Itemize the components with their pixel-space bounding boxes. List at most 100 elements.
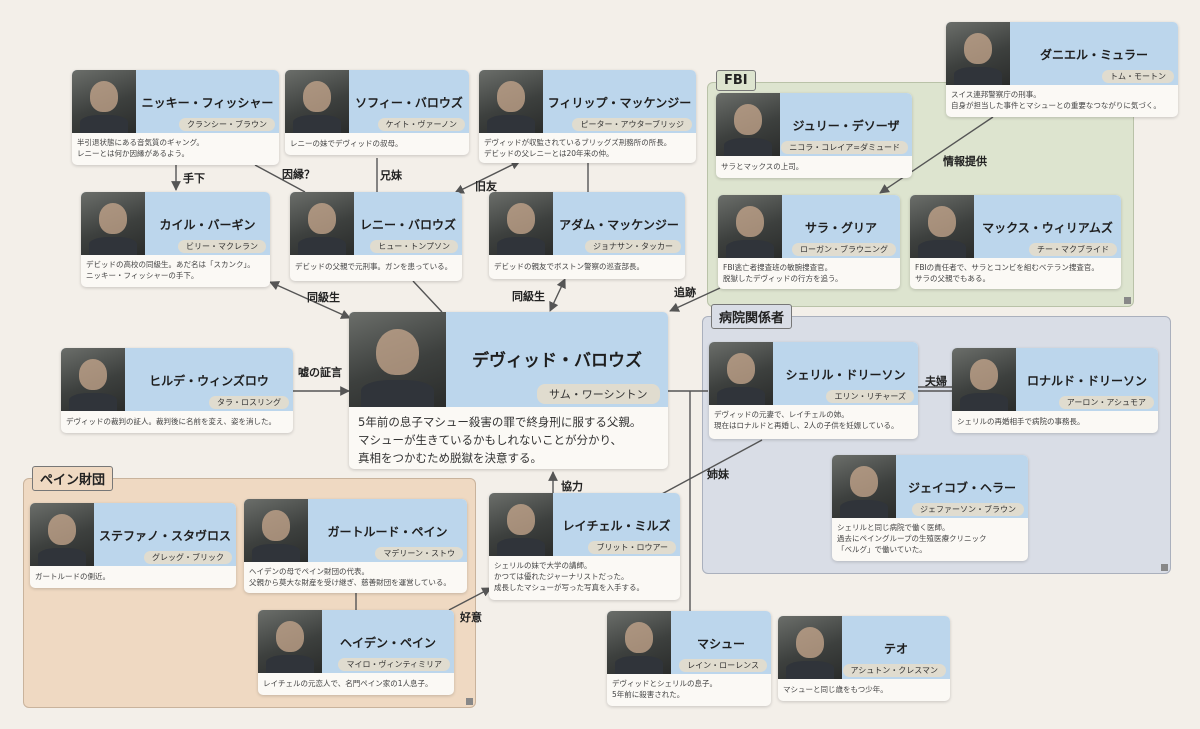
character-name: マックス・ウィリアムズ xyxy=(982,221,1113,235)
relation-label-classmate-kyle: 同級生 xyxy=(307,291,340,304)
actor-badge: マイロ・ヴィンティミリア xyxy=(338,658,450,671)
character-name: ジェイコブ・ヘラー xyxy=(907,481,1016,495)
character-name: ヘイデン・ペイン xyxy=(339,636,436,650)
group-hospital-title: 病院関係者 xyxy=(711,304,793,329)
portrait-image xyxy=(61,348,125,411)
actor-badge: アーロン・アシュモア xyxy=(1058,396,1154,409)
character-name: ステファノ・スタヴロス xyxy=(98,529,231,543)
character-name: レニー・バロウズ xyxy=(359,218,456,232)
portrait-image xyxy=(910,195,974,258)
card-kyle-bergin[interactable]: カイル・バーギン ビリー・マクレラン デビッドの高校の同級生。あだ名は「スカンク… xyxy=(81,192,270,287)
portrait-image xyxy=(290,192,354,255)
link-oldfriend xyxy=(454,160,521,194)
card-rachel-mills[interactable]: レイチェル・ミルズ ブリット・ロウアー シェリルの妹で大学の講師。 かつては優れ… xyxy=(489,493,680,600)
card-daniel-muller[interactable]: ダニエル・ミュラー トム・モートン スイス連邦警察庁の刑事。 自身が担当した事件… xyxy=(946,22,1178,117)
character-name: ロナルド・ドリーソン xyxy=(1026,374,1147,388)
character-name: ダニエル・ミュラー xyxy=(1039,48,1148,62)
relation-label-chase: 追跡 xyxy=(674,286,696,299)
relation-label-siblings: 兄妹 xyxy=(380,169,402,182)
actor-badge: タラ・ロスリング xyxy=(209,396,289,409)
portrait-image xyxy=(285,70,349,133)
portrait-image xyxy=(349,312,446,407)
actor-badge: レイン・ローレンス xyxy=(679,659,767,672)
character-description: FBIの責任者で、サラとコンビを組むベテラン捜査官。 サラの父親でもある。 xyxy=(915,263,1099,283)
character-description: スイス連邦警察庁の刑事。 自身が担当した事件とマシューとの重要なつながりに気づく… xyxy=(951,90,1161,110)
link-affection xyxy=(448,587,492,611)
character-description: ヘイデンの母でペイン財団の代表。 父親から莫大な財産を受け継ぎ、慈善財団を運営し… xyxy=(249,567,451,587)
portrait-image xyxy=(489,192,553,255)
card-matthew[interactable]: マシュー レイン・ローレンス デヴィッドとシェリルの息子。 5年前に殺害された。 xyxy=(607,611,771,706)
character-description: デビッドの父親で元刑事。ガンを患っている。 xyxy=(295,262,453,271)
actor-badge: エリン・リチャーズ xyxy=(826,390,914,403)
character-name: ニッキー・フィッシャー xyxy=(141,96,274,110)
character-description: シェリルと同じ病院で働く医師。 過去にペイングループの生殖医療クリニック 「ベル… xyxy=(837,523,987,554)
character-description: シェリルの妹で大学の講師。 かつては優れたジャーナリストだった。 成長したマシュ… xyxy=(494,561,644,592)
portrait-image xyxy=(72,70,136,133)
character-description: レイチェルの元恋人で、名門ペイン家の1人息子。 xyxy=(263,679,433,688)
relation-label-coop: 協力 xyxy=(561,480,583,493)
link-classmate1 xyxy=(269,281,351,319)
card-jacob-heller[interactable]: ジェイコブ・ヘラー ジェファーソン・ブラウン シェリルと同じ病院で働く医師。 過… xyxy=(832,455,1028,561)
actor-badge: チー・マクブライド xyxy=(1029,243,1117,256)
character-description: ガートルードの側近。 xyxy=(35,572,110,581)
actor-badge: グレッグ・ブリック xyxy=(144,551,232,564)
character-name: アダム・マッケンジー xyxy=(559,218,679,232)
character-description: デビッドの親友でボストン警察の巡査部長。 xyxy=(494,262,644,271)
actor-badge: ジョナサン・タッカー xyxy=(585,240,681,253)
card-theo[interactable]: テオ アシュトン・クレスマン マシューと同じ歳をもつ少年。 xyxy=(778,616,950,701)
link-info xyxy=(879,116,994,194)
portrait-image xyxy=(832,455,896,518)
card-sarah-greer[interactable]: サラ・グリア ローガン・ブラウニング FBI逃亡者捜査班の敏腕捜査官。 脱獄した… xyxy=(718,195,900,289)
group-fbi-title: FBI xyxy=(716,70,756,91)
portrait-image xyxy=(946,22,1010,85)
card-sophie-burrows[interactable]: ソフィー・バロウズ ケイト・ヴァーノン レニーの妹でデヴィッドの叔母。 xyxy=(285,70,469,155)
card-main-character[interactable]: デヴィッド・バロウズ サム・ワーシントン 5年前の息子マシュー殺害の罪で終身刑に… xyxy=(349,312,668,469)
portrait-image xyxy=(778,616,842,679)
relation-label-henchman: 手下 xyxy=(183,172,205,185)
actor-badge: ニコラ・コレイア=ダミュード xyxy=(781,141,908,154)
character-name: フィリップ・マッケンジー xyxy=(547,96,692,110)
character-name: マシュー xyxy=(696,637,745,651)
actor-badge: ジェファーソン・ブラウン xyxy=(912,503,1024,516)
portrait-image xyxy=(607,611,671,674)
card-cheryl-dreeson[interactable]: シェリル・ドリーソン エリン・リチャーズ デヴィッドの元妻で、レイチェルの姉。 … xyxy=(709,342,918,439)
character-name: シェリル・ドリーソン xyxy=(785,368,906,382)
character-description: レニーの妹でデヴィッドの叔母。 xyxy=(290,139,403,148)
card-lenny-burrows[interactable]: レニー・バロウズ ヒュー・トンプソン デビッドの父親で元刑事。ガンを患っている。 xyxy=(290,192,462,281)
card-ronald-dreeson[interactable]: ロナルド・ドリーソン アーロン・アシュモア シェリルの再婚相手で病院の事務長。 xyxy=(952,348,1158,433)
card-max-williams[interactable]: マックス・ウィリアムズ チー・マクブライド FBIの責任者で、サラとコンビを組む… xyxy=(910,195,1121,289)
card-gertrude-paine[interactable]: ガートルード・ペイン マデリーン・ストウ ヘイデンの母でペイン財団の代表。 父親… xyxy=(244,499,467,593)
link-chase xyxy=(669,287,721,312)
character-description: 半引退状態にある音気質のギャング。 レニーとは何か因縁があるよう。 xyxy=(77,138,204,158)
resize-corner xyxy=(1124,297,1131,304)
portrait-image xyxy=(952,348,1016,411)
card-julie-desouza[interactable]: ジュリー・デソーザ ニコラ・コレイア=ダミュード サラとマックスの上司。 xyxy=(716,93,912,178)
character-description: デヴィッドの裁判の証人。裁判後に名前を変え、姿を消した。 xyxy=(66,417,276,426)
card-hilde-winslow[interactable]: ヒルデ・ウィンズロウ タラ・ロスリング デヴィッドの裁判の証人。裁判後に名前を変… xyxy=(61,348,293,433)
resize-corner xyxy=(1161,564,1168,571)
character-description: デビッドの高校の同級生。あだ名は「スカンク」。 ニッキー・フィッシャーの手下。 xyxy=(86,260,255,280)
card-hayden-paine[interactable]: ヘイデン・ペイン マイロ・ヴィンティミリア レイチェルの元恋人で、名門ペイン家の… xyxy=(258,610,454,695)
relation-label-fate: 因縁？ xyxy=(282,168,315,181)
character-name: ヒルデ・ウィンズロウ xyxy=(149,374,269,388)
relation-label-oldfriend: 旧友 xyxy=(475,180,497,193)
card-philip-mackenzie[interactable]: フィリップ・マッケンジー ピーター・アウターブリッジ デヴィッドが収監されている… xyxy=(479,70,696,163)
card-stefano-stavros[interactable]: ステファノ・スタヴロス グレッグ・ブリック ガートルードの側近。 xyxy=(30,503,236,588)
character-name: ソフィー・バロウズ xyxy=(355,96,463,110)
card-adam-mackenzie[interactable]: アダム・マッケンジー ジョナサン・タッカー デビッドの親友でボストン警察の巡査部… xyxy=(489,192,685,279)
card-nicky-fisher[interactable]: ニッキー・フィッシャー クランシー・ブラウン 半引退状態にある音気質のギャング。… xyxy=(72,70,279,165)
portrait-image xyxy=(81,192,145,255)
actor-badge: ケイト・ヴァーノン xyxy=(377,118,465,131)
character-description: 5年前の息子マシュー殺害の罪で終身刑に服する父親。 マシューが生きているかもしれ… xyxy=(358,415,642,465)
relation-label-couple: 夫婦 xyxy=(925,375,947,388)
character-name: サラ・グリア xyxy=(804,221,877,235)
portrait-image xyxy=(258,610,322,673)
link-lenny-david xyxy=(412,280,443,313)
character-description: FBI逃亡者捜査班の敏腕捜査官。 脱獄したデヴィッドの行方を追う。 xyxy=(723,263,843,283)
relation-label-affection: 好意 xyxy=(460,611,482,624)
portrait-image xyxy=(718,195,782,258)
resize-corner xyxy=(466,698,473,705)
character-description: シェリルの再婚相手で病院の事務長。 xyxy=(957,417,1085,426)
link-sisters xyxy=(659,439,763,496)
